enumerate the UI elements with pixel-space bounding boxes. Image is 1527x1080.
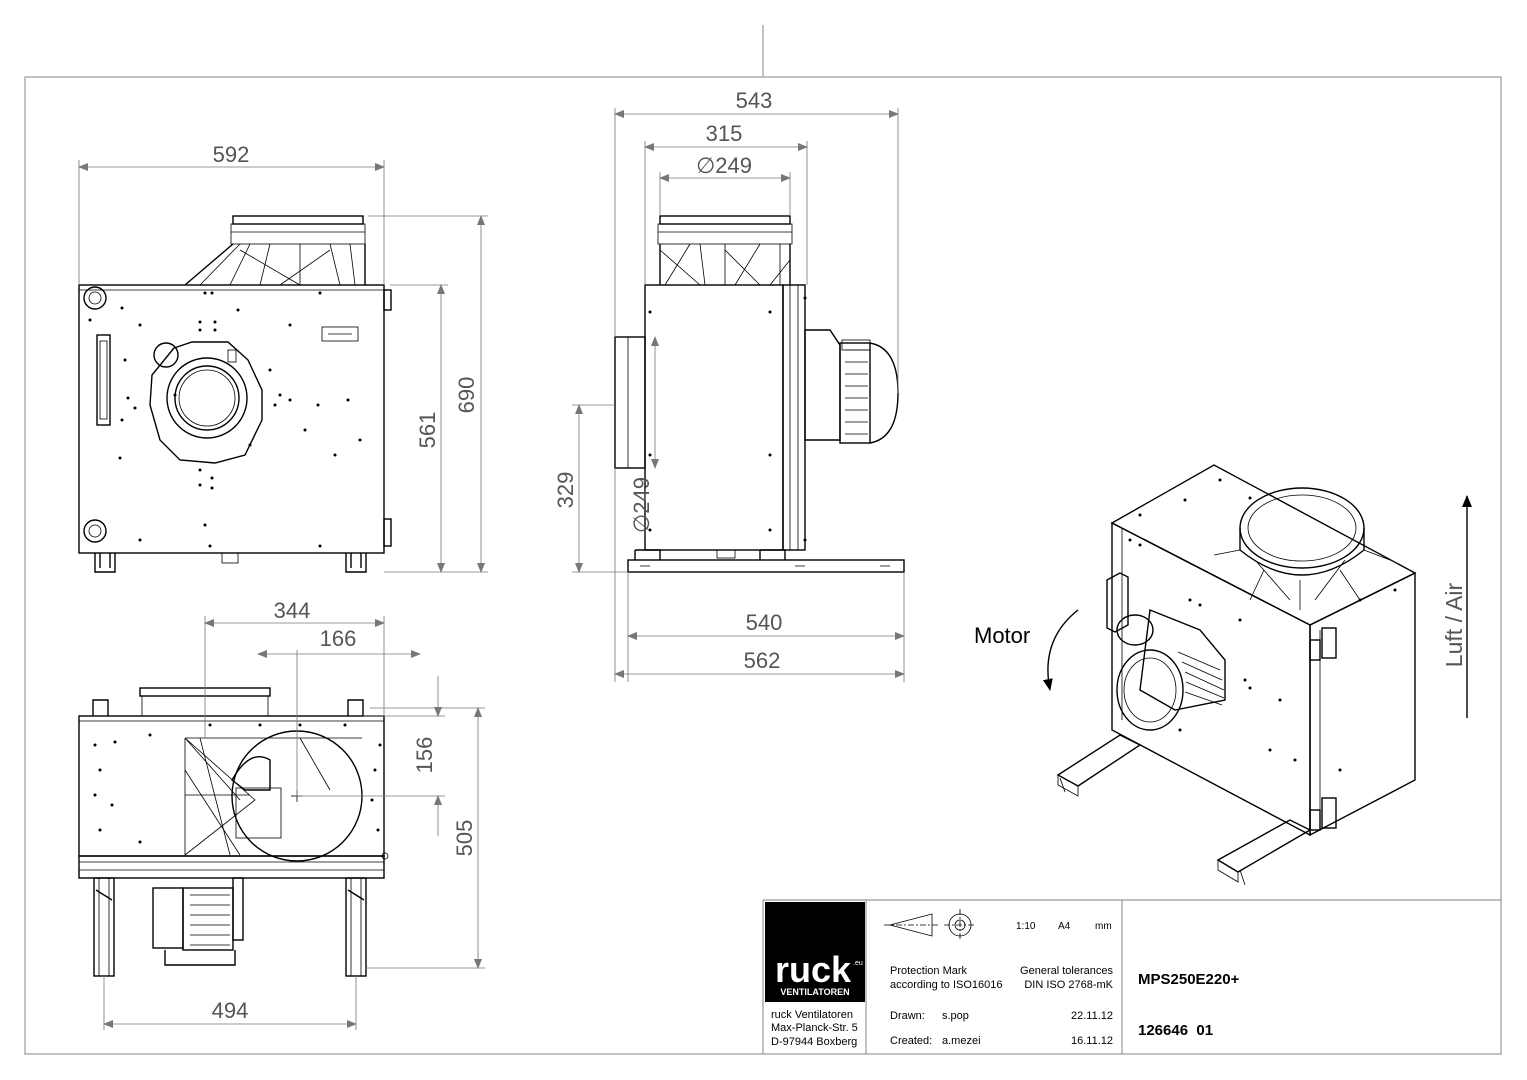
created-label: Created: bbox=[890, 1035, 932, 1047]
logo-superscript: .eu bbox=[853, 960, 863, 967]
dim-front-height-box: 561 bbox=[415, 412, 440, 449]
unit-value: mm bbox=[1095, 921, 1112, 932]
dim-front-width: 592 bbox=[213, 142, 250, 167]
protection-mark-line1: Protection Mark bbox=[890, 965, 968, 977]
title-block: ruck .eu VENTILATOREN ruck Ventilatoren … bbox=[762, 899, 1501, 1054]
drawn-label: Drawn: bbox=[890, 1010, 925, 1022]
scale-value: 1:10 bbox=[1016, 921, 1036, 932]
protection-mark-line2: according to ISO16016 bbox=[890, 979, 1003, 991]
dim-front-height-total: 690 bbox=[454, 377, 479, 414]
company-city: D-97944 Boxberg bbox=[771, 1036, 857, 1048]
dim-side-width-total: 543 bbox=[736, 88, 773, 113]
motor-label: Motor bbox=[974, 623, 1030, 648]
side-view: 543 315 ∅249 329 ∅249 540 562 bbox=[553, 88, 905, 682]
front-view: 592 690 561 bbox=[78, 142, 488, 573]
drawn-date: 22.11.12 bbox=[1071, 1010, 1113, 1022]
tolerances-line1: General tolerances bbox=[1020, 965, 1113, 977]
created-date: 16.11.12 bbox=[1071, 1035, 1113, 1047]
company-street: Max-Planck-Str. 5 bbox=[771, 1022, 858, 1034]
dim-bottom-v-1: 156 bbox=[412, 737, 437, 774]
dim-bottom-offset-2: 166 bbox=[320, 626, 357, 651]
dim-side-base-2: 562 bbox=[744, 648, 781, 673]
dim-side-diameter-outlet: ∅249 bbox=[629, 477, 654, 533]
logo-text: ruck bbox=[775, 949, 852, 990]
dim-side-inner: 315 bbox=[706, 121, 743, 146]
dim-side-base-1: 540 bbox=[746, 610, 783, 635]
isometric-view: Motor Luft / Air bbox=[974, 464, 1472, 886]
projection-symbol-icon bbox=[884, 909, 976, 941]
ruck-logo bbox=[765, 902, 865, 1002]
drawing-number: 126646 01 bbox=[1138, 1022, 1213, 1039]
dim-side-outlet-height: 329 bbox=[553, 472, 578, 509]
dim-bottom-v-2: 505 bbox=[452, 820, 477, 857]
created-by: a.mezei bbox=[942, 1035, 981, 1047]
paper-size: A4 bbox=[1058, 921, 1071, 932]
bottom-view: 344 166 156 505 494 bbox=[78, 598, 485, 1030]
model-name: MPS250E220+ bbox=[1138, 971, 1240, 988]
dim-bottom-offset-1: 344 bbox=[274, 598, 311, 623]
dim-side-diameter-top: ∅249 bbox=[696, 153, 752, 178]
logo-sub: VENTILATOREN bbox=[780, 987, 849, 997]
tolerances-line2: DIN ISO 2768-mK bbox=[1024, 979, 1113, 991]
dim-bottom-feet: 494 bbox=[212, 998, 249, 1023]
drawn-by: s.pop bbox=[942, 1010, 969, 1022]
air-direction-label: Luft / Air bbox=[1441, 582, 1467, 667]
company-name: ruck Ventilatoren bbox=[771, 1009, 853, 1021]
